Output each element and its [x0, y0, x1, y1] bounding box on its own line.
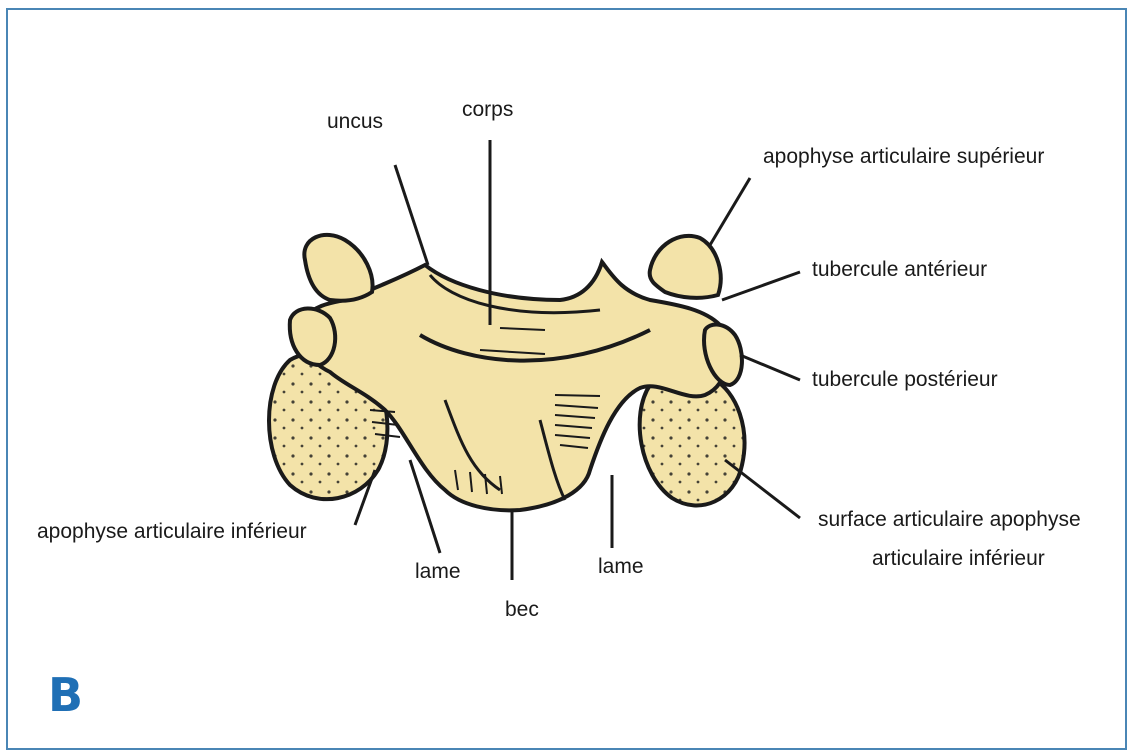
label-bec: bec — [505, 598, 539, 622]
label-tubercule-posterieur: tubercule postérieur — [812, 368, 998, 392]
label-apophyse-articulaire-inferieur: apophyse articulaire inférieur — [37, 520, 307, 544]
label-lame-left: lame — [415, 560, 461, 584]
leader-apophyse-sup — [710, 178, 750, 245]
leader-uncus — [395, 165, 428, 265]
leader-tubercule-post — [740, 355, 800, 380]
label-apophyse-articulaire-superieur: apophyse articulaire supérieur — [763, 145, 1044, 169]
label-lame-right: lame — [598, 555, 644, 579]
label-corps: corps — [462, 98, 513, 122]
panel-letter: B — [48, 668, 83, 722]
label-tubercule-anterieur: tubercule antérieur — [812, 258, 987, 282]
leader-tubercule-ant — [722, 272, 800, 300]
label-uncus: uncus — [327, 110, 383, 134]
leader-surface — [725, 460, 800, 518]
label-surface-articulaire-line1: surface articulaire apophyse — [818, 508, 1081, 532]
label-surface-articulaire-line2: articulaire inférieur — [872, 547, 1045, 571]
